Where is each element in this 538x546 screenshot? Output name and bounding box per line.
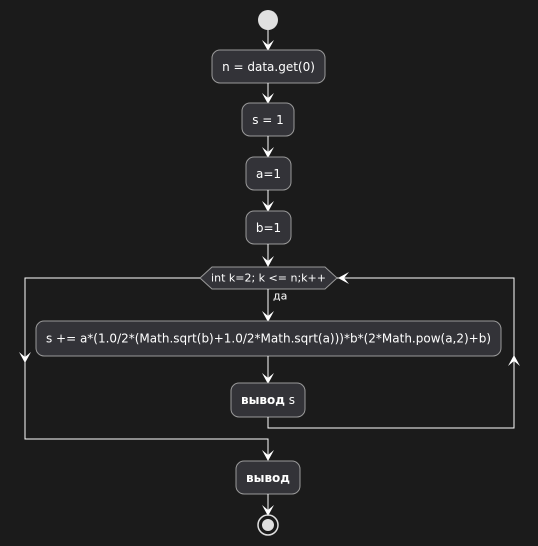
node-n-assign-label: n = data.get(0) <box>222 60 315 74</box>
node-n-assign[interactable]: n = data.get(0) <box>211 49 326 84</box>
output-s-keyword: вывод <box>241 393 285 407</box>
node-a-assign[interactable]: a=1 <box>245 156 292 191</box>
node-loop-condition-label: int k=2; k <= n;k++ <box>211 272 326 285</box>
node-output-final[interactable]: вывод <box>235 460 301 495</box>
edge-output-to-end <box>262 494 274 516</box>
output-final-keyword: вывод <box>246 471 290 485</box>
node-loop-body-label: s += a*(1.0/2*(Math.sqrt(b)+1.0/2*Math.s… <box>46 332 491 346</box>
node-s-assign-label: s = 1 <box>252 113 284 127</box>
node-loop-body[interactable]: s += a*(1.0/2*(Math.sqrt(b)+1.0/2*Math.s… <box>35 320 502 357</box>
edge-label-yes: да <box>273 290 287 303</box>
edge-n-to-s <box>262 83 274 104</box>
node-output-s-label: вывод s <box>241 393 295 407</box>
edge-loop-to-body <box>262 289 274 322</box>
start-node <box>258 10 278 30</box>
node-output-final-label: вывод <box>246 471 290 485</box>
node-b-assign-label: b=1 <box>256 221 281 235</box>
edge-b-to-loop <box>262 244 274 267</box>
node-s-assign[interactable]: s = 1 <box>241 102 295 137</box>
edge-body-to-output <box>262 356 274 384</box>
edge-a-to-b <box>262 190 274 212</box>
node-a-assign-label: a=1 <box>256 167 281 181</box>
node-loop-condition[interactable]: int k=2; k <= n;k++ <box>199 266 338 290</box>
node-output-s[interactable]: вывод s <box>230 382 306 418</box>
output-s-value: s <box>285 393 295 407</box>
end-node <box>257 514 279 536</box>
edge-loop-exit <box>19 277 274 461</box>
edge-loop-back <box>267 272 520 429</box>
edge-start-to-n <box>262 30 274 51</box>
node-b-assign[interactable]: b=1 <box>245 210 292 245</box>
edge-s-to-a <box>262 136 274 158</box>
